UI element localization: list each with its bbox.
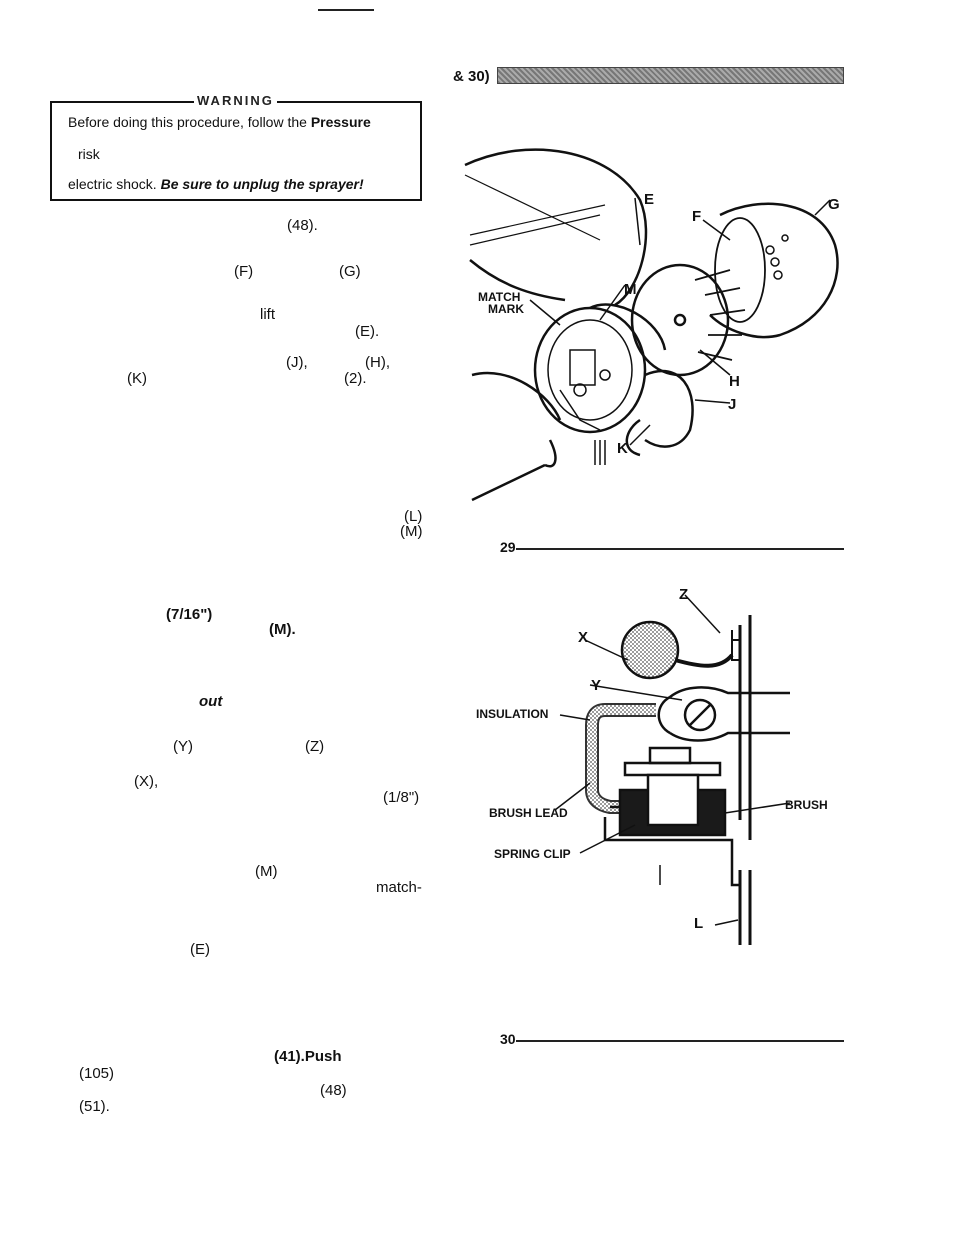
fig30-label-y: Y [591,677,602,694]
ref-fragment: (7/16") [166,606,213,623]
fig29-label-mark: MARK [488,302,524,316]
ref-fragment: (48). [287,217,318,234]
fig30-label-l: L [694,915,704,932]
ref-fragment: (M) [255,863,278,880]
fig30-label-z: Z [679,586,689,603]
ref-fragment: (41).Push [274,1048,342,1065]
ref-fragment: (51). [79,1098,110,1115]
figure-reference: & 30) [453,68,490,85]
ref-fragment: (J), [286,354,308,371]
figure-29-number: 29 [500,539,516,555]
warning-line-1-bold: Pressure [310,114,371,130]
ref-fragment: (H), [365,354,390,371]
ref-fragment: (E) [190,941,210,958]
figure-30-number: 30 [500,1031,516,1047]
warning-line-3: electric shock. Be sure to unplug the sp… [68,176,364,192]
warning-line-3-italic: Be sure to unplug the sprayer! [160,176,364,192]
ref-fragment: (E). [355,323,380,340]
fig30-label-brush-lead: BRUSH LEAD [489,806,568,820]
warning-line-1: Before doing this procedure, follow the … [68,114,371,130]
ref-fragment: (M). [269,621,296,638]
fig29-label-e: E [644,191,655,208]
ref-fragment: (48) [320,1082,347,1099]
ref-fragment: lift [260,306,275,323]
warning-line-1-text: Before doing this procedure, follow the [68,114,311,130]
fig30-label-insulation: INSULATION [476,707,549,721]
ref-fragment: (X), [134,773,159,790]
ref-fragment: (L) [404,508,423,525]
warning-line-2: risk [78,146,100,162]
figure-30-rule [516,1040,844,1042]
figure-29-motor-diagram [464,148,839,502]
fig29-label-g: G [828,196,840,213]
ref-fragment: (2). [344,370,367,387]
fig29-label-k: K [617,440,628,457]
ref-fragment: (F) [234,263,254,280]
ref-fragment: (K) [127,370,147,387]
fig29-label-f: F [692,208,702,225]
warning-line-3-text: electric shock. [68,176,161,192]
top-rule [318,9,374,11]
figure-30-brush-diagram [554,594,791,945]
ref-fragment: (M) [400,523,423,540]
ref-fragment: match- [376,879,422,896]
warning-title: WARNING [194,93,277,108]
fig29-label-match: MATCH [478,290,521,304]
ref-fragment: (Y) [173,738,193,755]
ref-fragment: (105) [79,1065,115,1082]
fig30-label-x: X [578,629,589,646]
ref-fragment: (G) [339,263,361,280]
fig30-label-spring-clip: SPRING CLIP [494,847,571,861]
fig29-label-h: H [729,373,740,390]
ref-fragment: out [199,693,223,710]
figure-29-rule [516,548,844,550]
ref-fragment: (Z) [305,738,325,755]
fig29-label-m: M [624,281,637,298]
fig29-label-j: J [728,396,737,413]
fig30-label-brush: BRUSH [785,798,828,812]
section-header-bar [497,67,844,84]
ref-fragment: (1/8") [383,789,420,806]
